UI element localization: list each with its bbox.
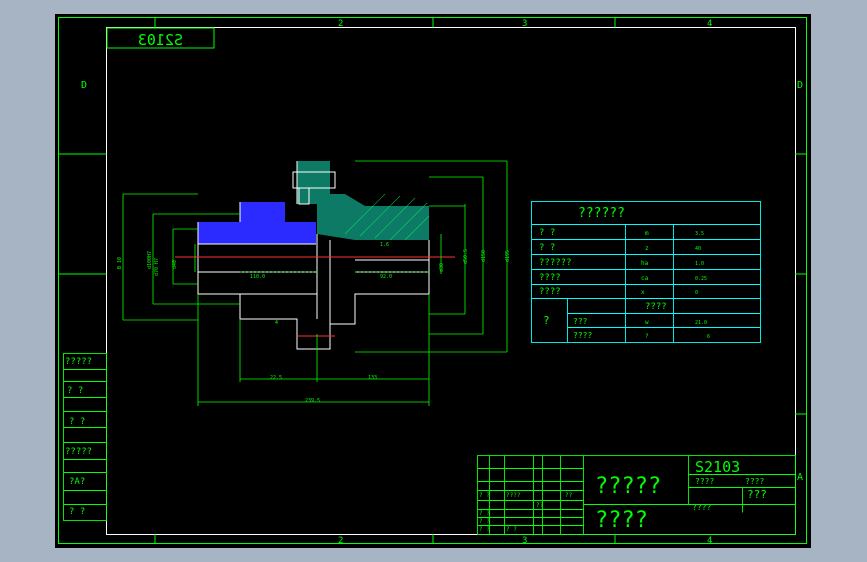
inner-frame (106, 27, 796, 535)
spec-row-label: ?????? (539, 258, 572, 268)
spec-row-value: 40 (695, 246, 701, 252)
dim-length: 92.0 (380, 274, 392, 280)
left-revision-strip: ????? ? ? ? ? ????? ?A? ? ? (63, 353, 107, 521)
dim-length: 22.5 (270, 375, 282, 381)
strip-label: ? ? (69, 417, 85, 427)
spec-row-value: 21.0 (695, 320, 707, 326)
spec-row-value: 0.25 (695, 276, 707, 282)
strip-label: ????? (65, 447, 92, 457)
dimension-lines (122, 160, 508, 406)
hatch-flange (297, 161, 429, 240)
spec-row-value: 1.0 (695, 261, 704, 267)
title-cell: ??? (747, 488, 767, 501)
hatch-bolt (240, 202, 285, 222)
dim-diameter: d50.5 (463, 249, 469, 264)
spec-row-value: 6 (707, 334, 710, 340)
part-section-view (175, 161, 455, 350)
title-col-header: ???? (506, 492, 521, 499)
spec-row-symbol: x (641, 289, 645, 296)
title-col-header: ?? (565, 492, 573, 499)
spec-row-label: ? ? (539, 243, 555, 253)
strip-label: ? ? (67, 386, 83, 396)
title-col-header: ? ? (479, 492, 490, 499)
zone-letter: D (81, 80, 87, 91)
drawing-number-stamp: S2103 (106, 27, 215, 49)
title-block: S2103 ????? ???? ???? ???? ??? ???? ? ? … (477, 455, 796, 535)
zone-number: 2 (338, 19, 343, 29)
spec-row-symbol: z (645, 245, 649, 252)
gear-spec-table: ?????? ? ? m 3.5 ? ? z 40 ?????? ha 1.0 … (531, 201, 761, 343)
hatch-hub (198, 222, 316, 244)
stamp-text: S2103 (138, 31, 183, 49)
spec-group-label: ? (543, 314, 550, 327)
zone-number: 3 (522, 536, 527, 546)
title-cell: ???? (692, 503, 711, 512)
dim-item: 4 (275, 320, 278, 326)
title-sign-row: ? ? (506, 526, 517, 533)
spec-row-label: ???? (539, 287, 561, 297)
spec-row-label: ???? (539, 273, 561, 283)
title-drawing-number: S2103 (695, 458, 740, 476)
cad-drawing: S2103 2 3 4 2 3 4 D D A (58, 17, 807, 546)
title-sign-row: ? ? (479, 518, 490, 525)
title-sign-row: ? ? (479, 526, 490, 533)
spec-table-title: ?????? (578, 206, 625, 221)
spec-row-symbol: m (645, 230, 649, 237)
strip-label: ?A? (69, 477, 85, 487)
spec-row-symbol: w (645, 319, 649, 326)
spec-row-symbol: ? (645, 333, 649, 340)
title-col-header: ?? (536, 502, 544, 509)
zone-number: 2 (338, 536, 343, 546)
title-cell: ???? (745, 477, 764, 486)
dim-length: 110.0 (250, 274, 265, 280)
spec-row-value: 0 (695, 290, 698, 296)
zone-number: 4 (707, 536, 712, 546)
spec-row-label: ???? (573, 331, 592, 340)
roughness-mark: 1.6 (380, 242, 389, 248)
title-company: ???? (595, 508, 648, 533)
dim-diameter: d30 (439, 263, 445, 272)
dim-diameter: B 10 (117, 257, 123, 269)
dim-diameter: d70 H7 (154, 258, 160, 276)
zone-letter: A (797, 472, 803, 483)
spec-row-symbol: ha (641, 260, 649, 267)
dim-diameter: d100H7 (147, 251, 153, 269)
strip-label: ? ? (69, 507, 85, 517)
dim-length: 133 (368, 375, 377, 381)
spec-row-value: 3.5 (695, 231, 704, 237)
drawing-sheet: S2103 2 3 4 2 3 4 D D A (55, 14, 811, 548)
dim-diameter: d40 (172, 260, 178, 269)
spec-row-label: ? ? (539, 228, 555, 238)
spec-group-header: ???? (645, 302, 667, 312)
dim-diameter: d150 (481, 250, 487, 262)
title-part-name: ????? (595, 474, 661, 499)
zone-letter: D (797, 80, 803, 91)
title-cell: ???? (695, 477, 714, 486)
strip-label: ????? (65, 357, 92, 367)
spec-row-label: ??? (573, 317, 588, 326)
title-sign-row: ? ? (479, 510, 490, 517)
zone-number: 4 (707, 19, 712, 29)
zone-number: 3 (522, 19, 527, 29)
spec-row-symbol: ca (641, 275, 649, 282)
dim-diameter: d195 (505, 250, 511, 262)
dim-overall-length: 239.5 (305, 398, 320, 404)
